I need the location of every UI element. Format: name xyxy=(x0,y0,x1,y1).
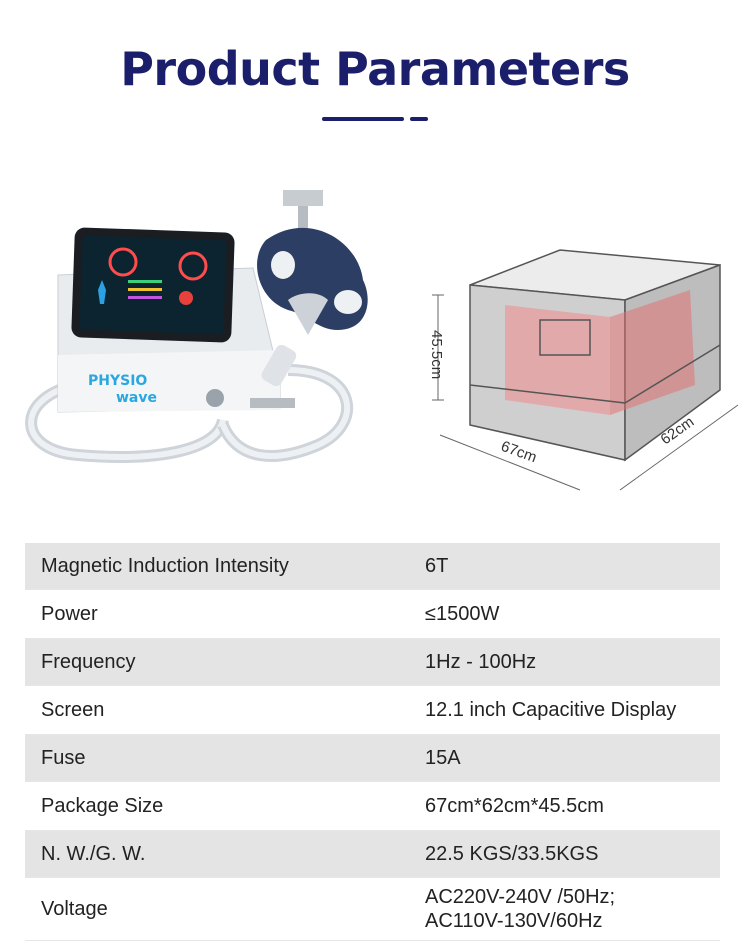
spec-value: 12.1 inch Capacitive Display xyxy=(425,699,677,721)
table-row: N. W./G. W. 22.5 KGS/33.5KGS xyxy=(25,831,720,878)
table-row: Screen 12.1 inch Capacitive Display xyxy=(25,686,720,735)
spec-key: N. W./G. W. xyxy=(41,842,146,865)
title-underline-long xyxy=(322,117,404,121)
spec-key: Magnetic Induction Intensity xyxy=(41,554,289,577)
spec-key: Screen xyxy=(41,698,105,721)
spec-key: Power xyxy=(41,602,98,625)
spec-value: 22.5 KGS/33.5KGS xyxy=(425,843,599,865)
table-row: Power ≤1500W xyxy=(25,590,720,639)
title-underline-short xyxy=(410,117,428,121)
spec-value: ≤1500W xyxy=(425,603,500,625)
spec-value: 15A xyxy=(425,747,461,769)
spec-value: 67cm*62cm*45.5cm xyxy=(425,795,604,817)
page-title: Product Parameters xyxy=(120,42,630,96)
spec-key: Package Size xyxy=(41,794,164,817)
spec-value-line1: AC220V-240V /50Hz; xyxy=(425,886,616,908)
spec-value: 1Hz - 100Hz xyxy=(425,651,537,673)
package-box-illustration: 45.5cm 67cm 62cm xyxy=(428,249,739,491)
spec-value: AC220V-240V /50Hz; AC110V-130V/60Hz xyxy=(425,885,720,933)
spec-value: 6T xyxy=(425,555,449,577)
spec-key: Voltage xyxy=(41,897,108,920)
spec-key: Fuse xyxy=(41,746,86,769)
spec-value-line2: AC110V-130V/60Hz xyxy=(425,910,603,932)
table-row: Magnetic Induction Intensity 6T xyxy=(25,543,720,590)
table-row: Fuse 15A xyxy=(25,735,720,782)
device-brand-line1: PHYSIO xyxy=(88,373,147,389)
table-row: Voltage AC220V-240V /50Hz; AC110V-130V/6… xyxy=(25,878,720,941)
device-illustration: PHYSIO wave xyxy=(25,190,368,463)
specs-table: Magnetic Induction Intensity 6T Power ≤1… xyxy=(25,543,720,941)
dimension-width-label: 67cm xyxy=(499,438,539,467)
dimension-height-label: 45.5cm xyxy=(428,330,445,379)
device-brand-line2: wave xyxy=(116,390,157,406)
table-row: Frequency 1Hz - 100Hz xyxy=(25,639,720,686)
table-row: Package Size 67cm*62cm*45.5cm xyxy=(25,782,720,831)
spec-key: Frequency xyxy=(41,650,136,673)
